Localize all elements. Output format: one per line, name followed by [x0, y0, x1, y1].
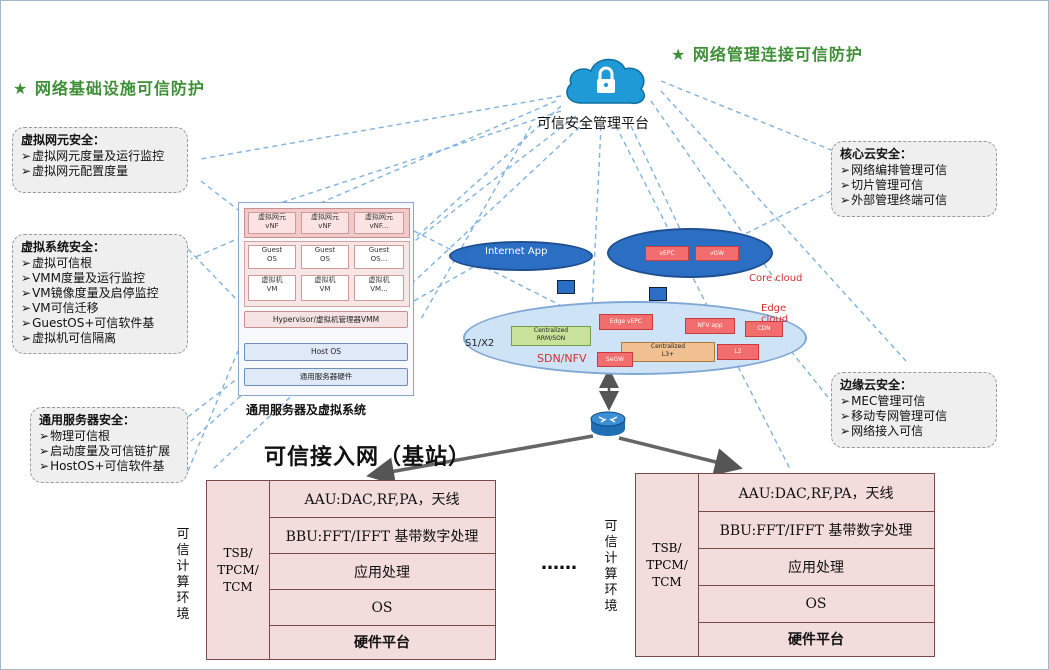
- cloud-lock-icon: [561, 53, 651, 109]
- callout-vnf-security: 虚拟网元安全： 虚拟网元度量及运行监控 虚拟网元配置度量: [12, 127, 188, 193]
- callout-item: 网络编排管理可信: [840, 163, 988, 178]
- vm-cell: 虚拟机 VM: [248, 275, 296, 301]
- access-network-title: 可信接入网（基站）: [264, 445, 472, 470]
- trusted-env-label: 可信计算环境: [176, 527, 190, 622]
- network-diagram: Internet App vEPC vGW Core cloud Edge cl…: [449, 206, 809, 381]
- s1x2-label: S1/X2: [465, 338, 495, 349]
- base-station-stack: TSB/ TPCM/ TCM AAU:DAC,RF,PA，天线 BBU:FFT/…: [206, 480, 496, 660]
- heading-management: ★ 网络管理连接可信防护: [671, 45, 863, 64]
- ellipsis: ……: [541, 553, 577, 574]
- vm-cell: 虚拟机 VM...: [354, 275, 404, 301]
- stack-row-bbu: BBU:FFT/IFFT 基带数字处理: [269, 517, 495, 553]
- callout-title: 边缘云安全：: [840, 378, 913, 392]
- callout-edge-cloud-security: 边缘云安全： MEC管理可信 移动专网管理可信 网络接入可信: [831, 372, 997, 448]
- centralized-rrm-node: Centralized RRM/SON: [511, 326, 591, 346]
- callout-item: 外部管理终端可信: [840, 193, 988, 208]
- vnf-cell: 虚拟网元 vNF: [248, 212, 296, 234]
- callout-item: VM可信迁移: [21, 301, 179, 316]
- callout-title: 核心云安全：: [840, 147, 913, 161]
- server-hardware-bar: 通用服务器硬件: [244, 368, 408, 386]
- cdn-node: CDN: [745, 321, 783, 337]
- callout-item: GuestOS+可信软件基: [21, 316, 179, 331]
- trusted-env-label: 可信计算环境: [604, 519, 618, 614]
- tsb-tpcm-tcm-cell: TSB/ TPCM/ TCM: [207, 481, 270, 659]
- callout-item: MEC管理可信: [840, 394, 988, 409]
- segw-node: SeGW: [597, 352, 633, 367]
- stack-row-hardware: 硬件平台: [269, 625, 495, 658]
- sdn-nfv-label: SDN/NFV: [537, 352, 587, 365]
- base-station-stack: TSB/ TPCM/ TCM AAU:DAC,RF,PA，天线 BBU:FFT/…: [635, 473, 935, 657]
- stack-row-app: 应用处理: [269, 553, 495, 589]
- core-cloud: [607, 228, 773, 278]
- nfv-app-node: NFV app: [685, 318, 735, 334]
- host-os-bar: Host OS: [244, 343, 408, 361]
- server-virtualization-box: 虚拟网元 vNF 虚拟网元 vNF 虚拟网元 vNF... Guest OS G…: [238, 202, 414, 396]
- switch-icon: [557, 280, 575, 294]
- callout-core-cloud-security: 核心云安全： 网络编排管理可信 切片管理可信 外部管理终端可信: [831, 141, 997, 217]
- callout-item: 物理可信根: [39, 429, 179, 444]
- switch-icon: [649, 287, 667, 301]
- internet-app-label: Internet App: [485, 246, 548, 257]
- callout-item: 虚拟可信根: [21, 256, 179, 271]
- server-caption: 通用服务器及虚拟系统: [246, 403, 367, 417]
- callout-server-security: 通用服务器安全： 物理可信根 启动度量及可信链扩展 HostOS+可信软件基: [30, 407, 188, 483]
- stack-row-hardware: 硬件平台: [698, 622, 934, 655]
- vnf-cell: 虚拟网元 vNF: [301, 212, 349, 234]
- core-cloud-label: Core cloud: [749, 273, 803, 284]
- callout-title: 通用服务器安全：: [39, 413, 136, 427]
- callout-title: 虚拟系统安全：: [21, 240, 106, 254]
- callout-item: 切片管理可信: [840, 178, 988, 193]
- callout-item: 网络接入可信: [840, 424, 988, 439]
- centralized-l3-node: Centralized L3+: [621, 342, 715, 362]
- router-icon: [589, 411, 627, 437]
- edge-cloud-label: Edge cloud: [761, 303, 789, 325]
- guest-os-cell: Guest OS: [248, 245, 296, 269]
- hypervisor-bar: Hypervisor/虚拟机管理器VMM: [244, 311, 408, 328]
- vnf-cell: 虚拟网元 vNF...: [354, 212, 404, 234]
- internet-cloud: [449, 241, 593, 271]
- stack-row-os: OS: [269, 589, 495, 625]
- platform-label: 可信安全管理平台: [537, 116, 649, 132]
- guest-os-cell: Guest OS: [301, 245, 349, 269]
- edge-vepc-node: Edge vEPC: [599, 314, 653, 330]
- callout-item: 移动专网管理可信: [840, 409, 988, 424]
- callout-item: VMM度量及运行监控: [21, 271, 179, 286]
- stack-row-os: OS: [698, 585, 934, 622]
- stack-row-app: 应用处理: [698, 548, 934, 585]
- callout-item: 虚拟网元配置度量: [21, 164, 179, 179]
- stack-row-bbu: BBU:FFT/IFFT 基带数字处理: [698, 511, 934, 548]
- callout-item: HostOS+可信软件基: [39, 459, 179, 474]
- vepc-node: vEPC: [645, 246, 689, 261]
- callout-virtual-system-security: 虚拟系统安全： 虚拟可信根 VMM度量及运行监控 VM镜像度量及启停监控 VM可…: [12, 234, 188, 354]
- vgw-node: vGW: [695, 246, 739, 261]
- callout-item: 虚拟网元度量及运行监控: [21, 149, 179, 164]
- callout-item: VM镜像度量及启停监控: [21, 286, 179, 301]
- guest-os-cell: Guest OS...: [354, 245, 404, 269]
- heading-infrastructure: ★ 网络基础设施可信防护: [13, 79, 205, 98]
- callout-title: 虚拟网元安全：: [21, 133, 106, 147]
- stack-row-aau: AAU:DAC,RF,PA，天线: [738, 485, 894, 502]
- l2-node: L2: [717, 344, 759, 360]
- callout-item: 虚拟机可信隔离: [21, 331, 179, 346]
- callout-item: 启动度量及可信链扩展: [39, 444, 179, 459]
- vm-cell: 虚拟机 VM: [301, 275, 349, 301]
- stack-row-aau: AAU:DAC,RF,PA，天线: [304, 492, 460, 508]
- tsb-tpcm-tcm-cell: TSB/ TPCM/ TCM: [636, 474, 699, 656]
